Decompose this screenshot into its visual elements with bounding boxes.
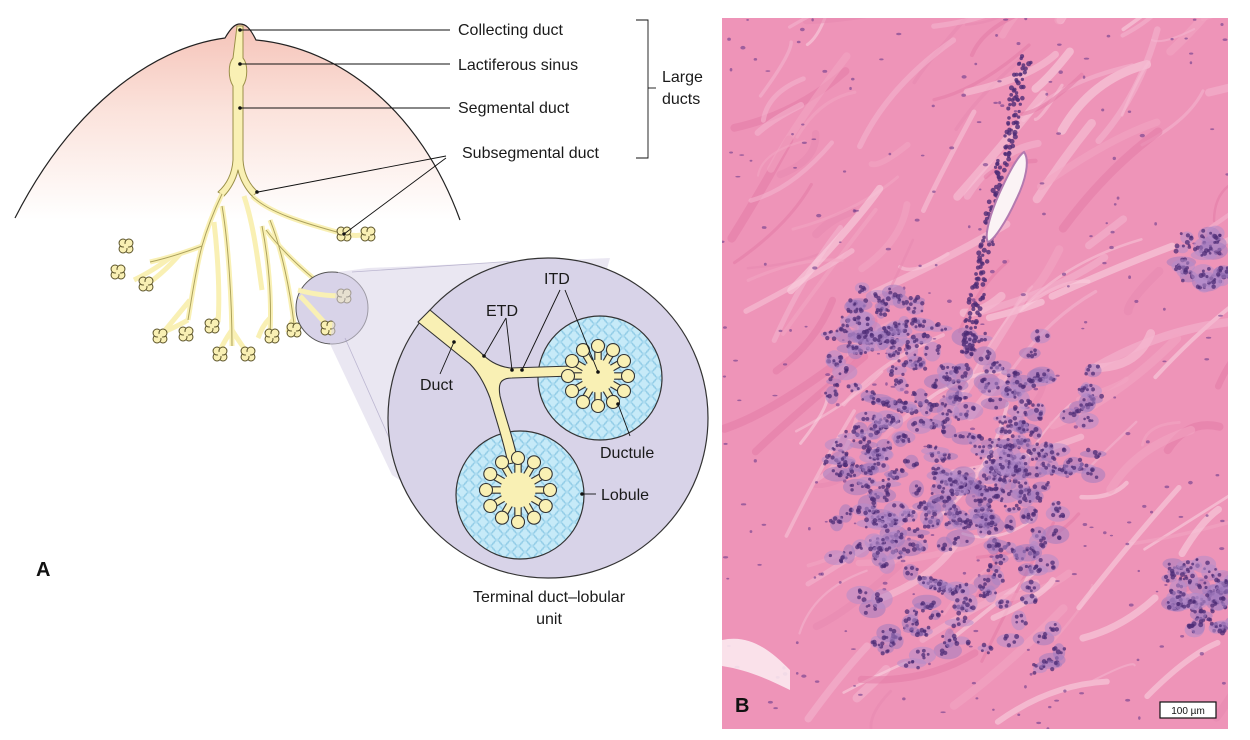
scale-bar-label: 100 µm [1171, 706, 1205, 717]
scale-bar [1159, 701, 1217, 719]
duct-lumen [985, 150, 1028, 244]
terminal-lobule-icon [212, 346, 228, 362]
terminal-lobule-icon [110, 264, 126, 280]
label-collecting-duct: Collecting duct [458, 22, 564, 39]
panel-letter-a: A [36, 559, 50, 581]
label-segmental-duct: Segmental duct [458, 100, 570, 117]
terminal-lobule-icon [264, 328, 280, 344]
terminal-lobule-icon [204, 318, 220, 334]
caption-tdlu-1: Terminal duct–lobular [473, 589, 626, 606]
terminal-lobule-icon [138, 276, 154, 292]
terminal-lobule-icon [240, 346, 256, 362]
label-itd: ITD [544, 271, 570, 288]
label-ductule: Ductule [600, 445, 654, 462]
terminal-lobule-icon [360, 226, 376, 242]
terminal-lobules [110, 226, 376, 362]
stroma-texture [722, 18, 1228, 729]
label-large-ducts-1: Large [662, 69, 703, 86]
label-etd: ETD [486, 303, 518, 320]
panel-b-histology: 100 µm B [722, 18, 1228, 729]
lobule-epithelium [820, 54, 1228, 675]
terminal-lobule-icon [178, 326, 194, 342]
label-lobule: Lobule [601, 487, 649, 504]
terminal-lobule-icon [286, 322, 302, 338]
caption-tdlu-2: unit [536, 611, 562, 628]
breast-contour [14, 23, 461, 221]
panel-a-diagram: Collecting duct Lactiferous sinus Segmen… [14, 19, 709, 628]
label-subsegmental-duct: Subsegmental duct [462, 145, 600, 162]
label-duct: Duct [420, 377, 453, 394]
panel-letter-b: B [735, 695, 749, 717]
label-large-ducts-2: ducts [662, 91, 700, 108]
terminal-lobule-icon [152, 328, 168, 344]
label-lactiferous-sinus: Lactiferous sinus [458, 57, 578, 74]
terminal-lobule-icon [118, 238, 134, 254]
